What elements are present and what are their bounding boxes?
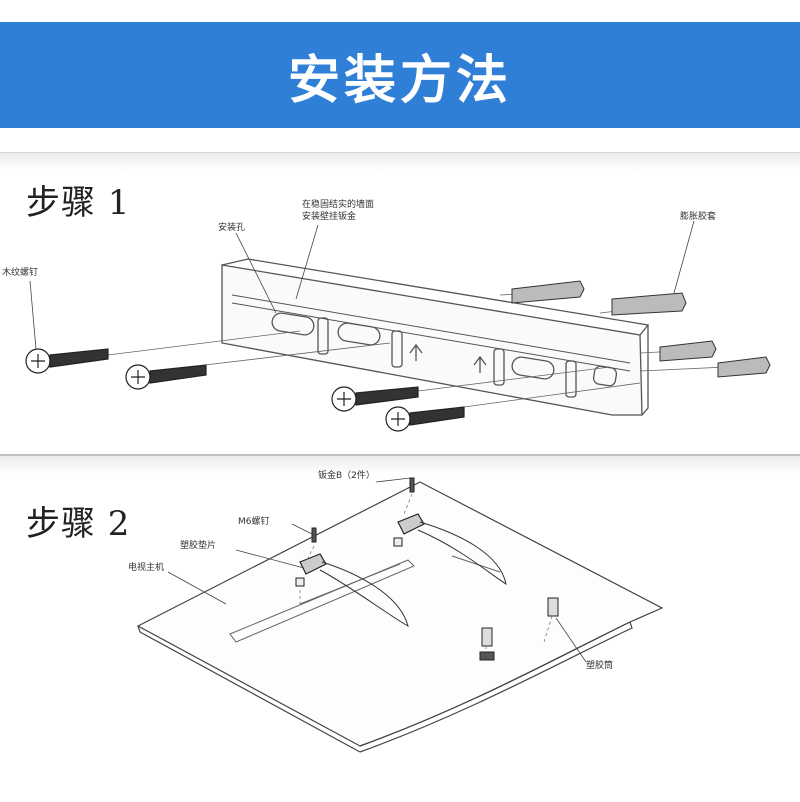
label-hole: 安装孔 [218, 221, 245, 233]
label-m6: M6螺钉 [238, 516, 270, 527]
tv-back-plate [136, 481, 664, 753]
plastic-tube [479, 597, 559, 661]
label-bracket: 钣金B（2件） [318, 469, 375, 481]
step2-panel: 步骤 2 [0, 454, 800, 802]
step1-title: 步骤 1 [26, 183, 131, 223]
label-anchor: 膨胀胶套 [680, 210, 716, 222]
step1-diagram: 在稳固结实的墙面 安装壁挂钣金 安装孔 膨胀胶套 木纹螺钉 [2, 198, 771, 432]
step1-panel: 步骤 1 [0, 152, 800, 453]
wood-screw [25, 348, 109, 374]
wall-bracket [221, 258, 650, 416]
step2-diagram: 钣金B（2件） M6螺钉 塑胶垫片 电视主机 塑胶筒 [128, 469, 664, 753]
wood-screw [385, 406, 465, 432]
header-banner: 安装方法 [0, 22, 800, 128]
label-tv: 电视主机 [128, 561, 164, 573]
label-tube: 塑胶筒 [586, 659, 613, 671]
page-title: 安装方法 [287, 50, 512, 111]
bracket-b [299, 513, 425, 575]
label-wall: 在稳固结实的墙面 [302, 198, 374, 210]
expansion-anchor [511, 280, 771, 378]
wood-screw [125, 364, 207, 390]
label-pad: 塑胶垫片 [180, 539, 216, 551]
wood-screw [331, 386, 419, 412]
label-wall-2: 安装壁挂钣金 [302, 210, 356, 222]
step2-title: 步骤 2 [26, 504, 131, 544]
label-screw: 木纹螺钉 [2, 266, 38, 278]
